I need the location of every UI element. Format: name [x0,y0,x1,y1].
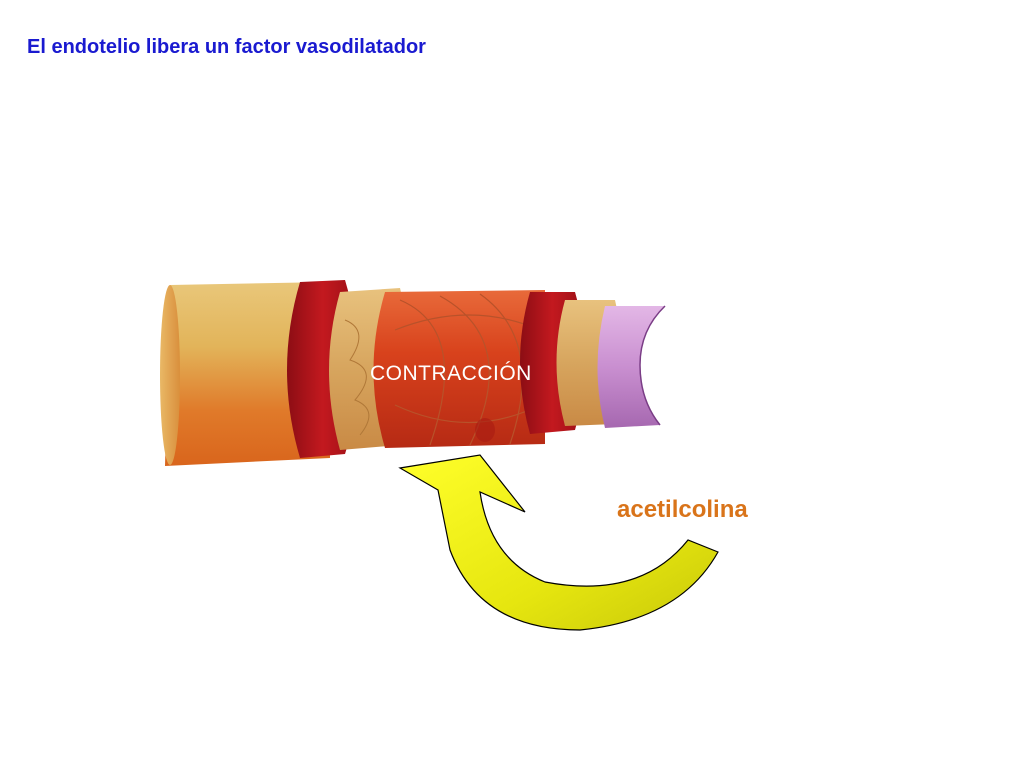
endothelium-layer [597,305,666,428]
smooth-muscle-layer [373,290,545,448]
adventitia-layer [160,282,330,466]
curved-arrow [398,454,719,631]
slide-title: El endotelio libera un factor vasodilata… [27,36,426,58]
acetylcholine-label: acetilcolina [617,496,748,523]
contraction-label: CONTRACCIÓN [370,362,532,385]
